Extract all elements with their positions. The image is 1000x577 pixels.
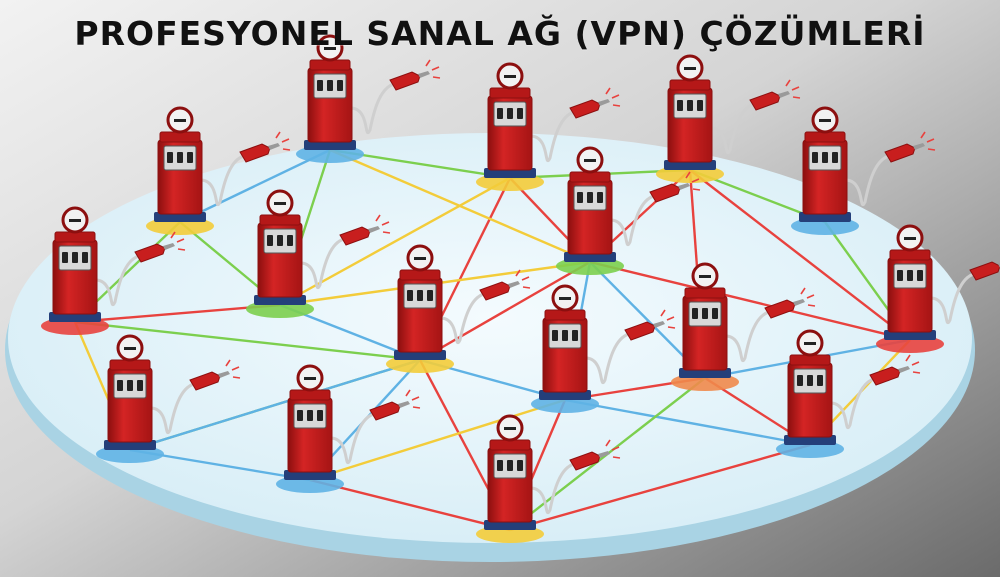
network-link	[309, 398, 566, 482]
page-title: PROFESYONEL SANAL AĞ (VPN) ÇÖZÜMLERİ	[74, 14, 926, 53]
network-link	[509, 443, 811, 532]
fuel-pump-icon	[386, 244, 531, 373]
network-nodes	[41, 34, 1000, 543]
fuel-pump-icon	[41, 206, 186, 335]
network-disc	[8, 133, 972, 543]
fuel-pump-icon	[476, 414, 621, 543]
network-link	[419, 260, 591, 362]
fuel-pump-icon	[146, 106, 291, 235]
fuel-pump-icon	[556, 146, 701, 275]
fuel-pump-icon	[476, 62, 621, 191]
fuel-pump-icon	[96, 334, 241, 463]
fuel-pump-icon	[276, 364, 421, 493]
fuel-pump-icon	[671, 262, 816, 391]
network-link	[329, 148, 591, 264]
fuel-pump-icon	[876, 224, 1000, 353]
fuel-pump-icon	[531, 284, 676, 413]
network-link	[309, 478, 511, 532]
fuel-pump-icon	[791, 106, 936, 235]
network-link	[564, 398, 811, 447]
fuel-pump-icon	[656, 54, 801, 183]
network-link	[279, 176, 511, 307]
network-link	[589, 260, 911, 342]
network-link	[689, 169, 911, 341]
network-link	[179, 148, 331, 224]
network-link	[74, 320, 421, 362]
fuel-pump-icon	[776, 329, 921, 458]
fuel-pump-icon	[246, 189, 391, 318]
network-link	[129, 358, 421, 452]
fuel-pump-icon	[296, 34, 441, 163]
network-link	[74, 303, 281, 324]
